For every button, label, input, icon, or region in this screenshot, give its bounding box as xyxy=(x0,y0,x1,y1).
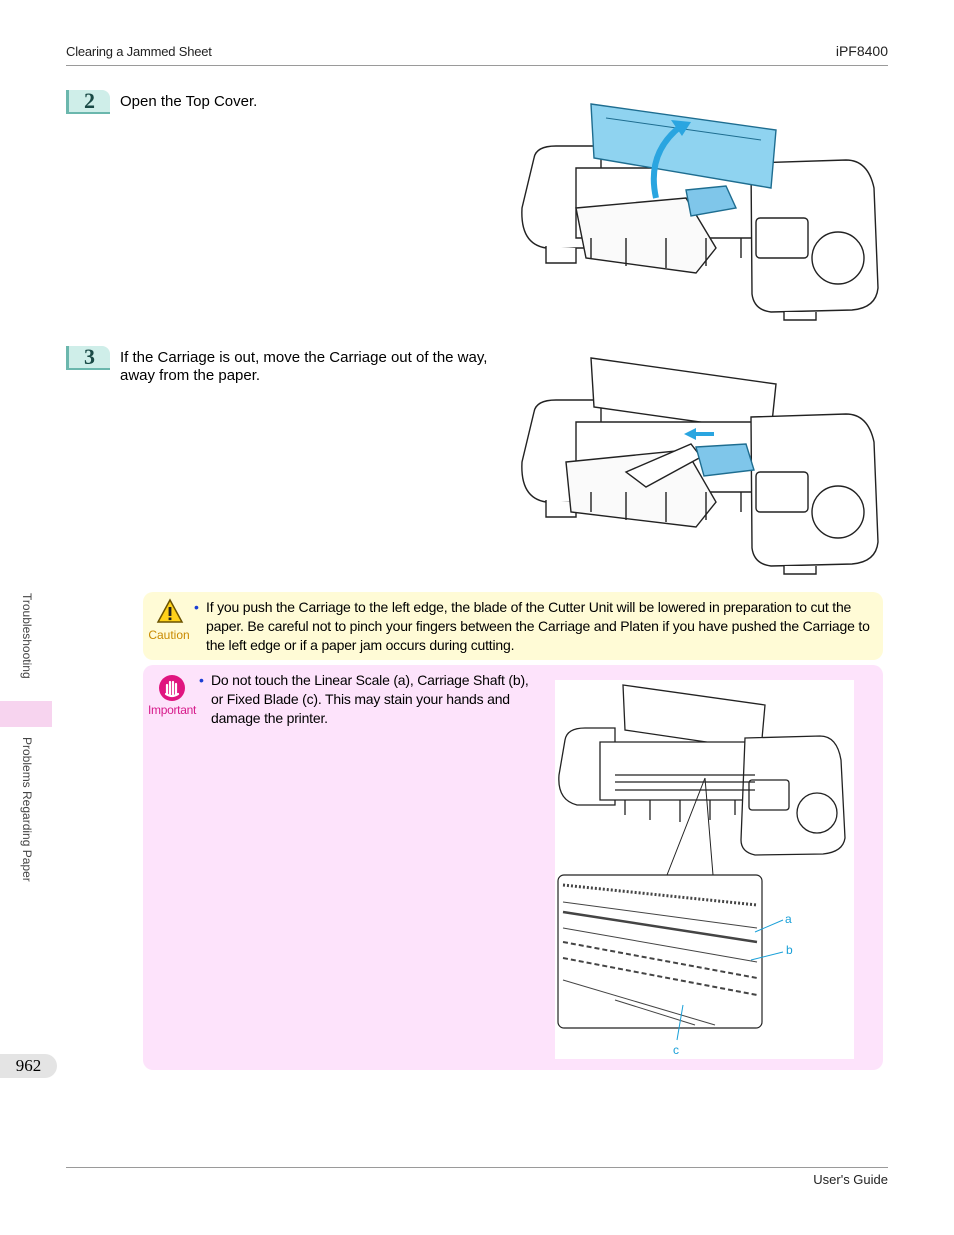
step-2-number: 2 xyxy=(66,90,110,114)
important-note: Important • Do not touch the Linear Scal… xyxy=(143,665,883,1070)
bullet-icon: • xyxy=(194,599,199,615)
caution-text: If you push the Carriage to the left edg… xyxy=(206,599,870,653)
important-figure: a b c xyxy=(555,680,854,1059)
step-3-text: If the Carriage is out, move the Carriag… xyxy=(120,349,488,384)
printer-parts-illustration xyxy=(557,684,846,1041)
running-footer-guide: User's Guide xyxy=(813,1172,888,1187)
step-3-number: 3 xyxy=(66,346,110,370)
step-2-text: Open the Top Cover. xyxy=(120,93,258,110)
callout-a-linear-scale: a xyxy=(785,912,792,926)
side-nav-section: Troubleshooting xyxy=(20,593,34,679)
important-text: Do not touch the Linear Scale (a), Carri… xyxy=(211,672,529,726)
caution-icon xyxy=(156,598,184,623)
header-rule xyxy=(66,65,888,66)
callout-b-carriage-shaft: b xyxy=(786,943,793,957)
running-header-section: Clearing a Jammed Sheet xyxy=(66,44,212,59)
callout-c-fixed-blade: c xyxy=(673,1043,679,1057)
important-text-block: • Do not touch the Linear Scale (a), Car… xyxy=(199,671,541,728)
printer-open-top-cover-illustration xyxy=(521,103,879,321)
printer-move-carriage-illustration xyxy=(521,357,879,575)
footer-rule xyxy=(66,1167,888,1168)
side-nav-subsection: Problems Regarding Paper xyxy=(20,737,34,882)
important-label: Important xyxy=(148,703,196,717)
important-hand-icon xyxy=(159,675,185,701)
bullet-icon: • xyxy=(199,672,204,688)
caution-label: Caution xyxy=(148,628,190,642)
side-nav-active-tab xyxy=(0,701,52,727)
caution-note: Caution • If you push the Carriage to th… xyxy=(143,592,883,660)
page-number: 962 xyxy=(0,1054,57,1078)
running-header-model: iPF8400 xyxy=(835,43,888,59)
caution-text-block: • If you push the Carriage to the left e… xyxy=(194,598,876,655)
